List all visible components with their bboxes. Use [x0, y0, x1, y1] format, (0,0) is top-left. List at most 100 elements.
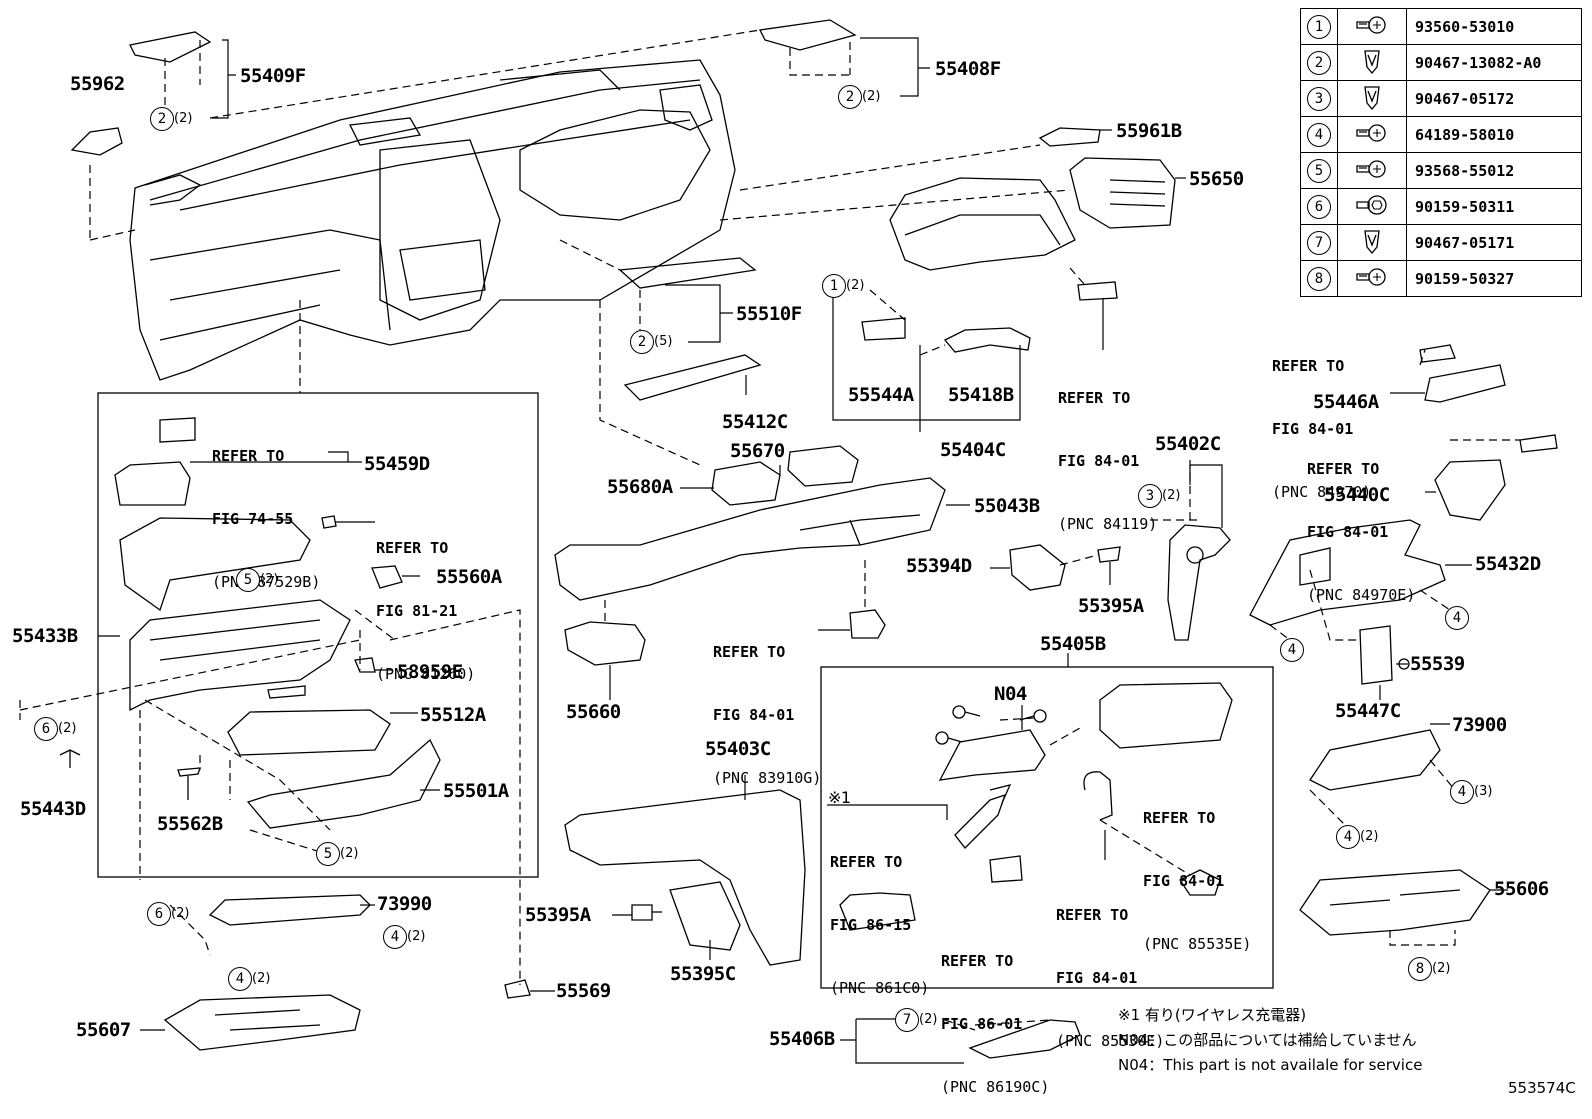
- fastener-row[interactable]: 4 64189-58010: [1300, 116, 1582, 153]
- refer-fig-86-01[interactable]: REFER TO FIG 86-01 (PNC 86190C): [941, 909, 1049, 1119]
- callout-qty: (2): [1162, 488, 1181, 503]
- callout-qty: (3): [1474, 784, 1493, 799]
- part-label-55395A-top: 55395A: [1078, 595, 1144, 617]
- callout-qty: (2): [340, 846, 359, 861]
- refer-fig-84-01-83910G[interactable]: REFER TO FIG 84-01 (PNC 83910G): [713, 600, 821, 810]
- fastener-callout: 7(2): [895, 1008, 937, 1032]
- fastener-part-number: 64189-58010: [1406, 116, 1582, 153]
- fastener-callout: 2(2): [150, 107, 192, 131]
- part-label-55403C: 55403C: [705, 738, 771, 760]
- note-not-available-en: N04：This part is not availale for servic…: [1118, 1056, 1423, 1074]
- fastener-callout: 5(2): [236, 568, 278, 592]
- part-label-55544A: 55544A: [848, 384, 914, 406]
- callout-number: 2: [150, 107, 174, 131]
- fastener-number: 8: [1307, 266, 1331, 291]
- callout-qty: (2): [260, 572, 279, 587]
- refer-pnc: (PNC 84970): [1272, 483, 1372, 501]
- callout-qty: (2): [1360, 829, 1379, 844]
- fastener-callout: 3(2): [1138, 484, 1180, 508]
- callout-number: 4: [1280, 638, 1304, 662]
- fastener-callout: 2(2): [838, 85, 880, 109]
- part-label-55402C: 55402C: [1155, 433, 1221, 455]
- fastener-callout: 4: [1445, 606, 1469, 630]
- callout-number: 4: [1445, 606, 1469, 630]
- callout-qty: (2): [174, 111, 193, 126]
- part-label-55539: 55539: [1410, 653, 1465, 675]
- callout-number: 2: [838, 85, 862, 109]
- refer-pnc: (PNC 85530E): [1056, 1032, 1165, 1050]
- part-label-55510F: 55510F: [736, 303, 802, 325]
- fastener-row[interactable]: 5 93568-55012: [1300, 152, 1582, 189]
- part-label-N04: N04: [994, 683, 1027, 705]
- refer-fig-84-01-84119[interactable]: REFER TO FIG 84-01 (PNC 84119): [1058, 346, 1157, 556]
- refer-line: REFER TO: [830, 853, 903, 871]
- part-label-55395A-bottom: 55395A: [525, 904, 591, 926]
- refer-fig-84-01-84970[interactable]: REFER TO FIG 84-01 (PNC 84970): [1272, 314, 1371, 524]
- callout-number: 6: [34, 717, 58, 741]
- part-label-55405B: 55405B: [1040, 633, 1106, 655]
- fastener-number-cell: 7: [1300, 224, 1338, 261]
- refer-fig: FIG 84-01: [1143, 872, 1225, 890]
- fastener-number-cell: 6: [1300, 188, 1338, 225]
- part-label-55660: 55660: [566, 701, 621, 723]
- fastener-number-cell: 4: [1300, 116, 1338, 153]
- bolt-icon: [1337, 260, 1407, 297]
- part-label-55412C: 55412C: [722, 411, 788, 433]
- fastener-number-cell: 2: [1300, 44, 1338, 81]
- fastener-callout: 6(2): [34, 717, 76, 741]
- callout-qty: (2): [171, 906, 190, 921]
- refer-fig-74-55[interactable]: REFER TO FIG 74-55 (PNC 87529B): [212, 404, 320, 614]
- fastener-row[interactable]: 8 90159-50327: [1300, 260, 1582, 297]
- callout-qty: (2): [919, 1012, 938, 1027]
- part-label-55443D: 55443D: [20, 798, 86, 820]
- refer-fig-86-15[interactable]: REFER TO FIG 86-15 (PNC 861C0): [830, 810, 929, 1020]
- part-label-55440C: 55440C: [1324, 484, 1390, 506]
- part-label-55433B: 55433B: [12, 625, 78, 647]
- fastener-number-cell: 8: [1300, 260, 1338, 297]
- clip-icon: [1337, 224, 1407, 261]
- note-wireless-charger: ※1 有り(ワイヤレス充電器): [1118, 1006, 1307, 1024]
- part-label-55395C: 55395C: [670, 963, 736, 985]
- part-label-55670: 55670: [730, 440, 785, 462]
- fastener-part-number: 90159-50327: [1406, 260, 1582, 297]
- refer-fig: FIG 84-01: [713, 706, 795, 724]
- part-label-55446A: 55446A: [1313, 391, 1379, 413]
- callout-number: 4: [1336, 825, 1360, 849]
- part-label-55512A: 55512A: [420, 704, 486, 726]
- refer-fig-84-01-85530E[interactable]: REFER TO FIG 84-01 (PNC 85530E): [1056, 863, 1164, 1073]
- part-label-55650: 55650: [1189, 168, 1244, 190]
- refer-line: REFER TO: [1307, 460, 1380, 478]
- clip-icon: [1337, 44, 1407, 81]
- part-label-55560A: 55560A: [436, 566, 502, 588]
- fastener-callout: 4(2): [228, 967, 270, 991]
- refer-fig: FIG 86-15: [830, 916, 912, 934]
- refer-fig-84-01-85535E[interactable]: REFER TO FIG 84-01 (PNC 85535E): [1143, 766, 1251, 976]
- callout-qty: (5): [654, 334, 673, 349]
- bolt-icon: [1337, 152, 1407, 189]
- part-label-55447C: 55447C: [1335, 700, 1401, 722]
- callout-number: 5: [316, 842, 340, 866]
- fastener-callout: 4(2): [1336, 825, 1378, 849]
- fastener-number-cell: 5: [1300, 152, 1338, 189]
- refer-pnc: (PNC 81260): [376, 665, 476, 683]
- refer-fig-81-21[interactable]: REFER TO FIG 81-21 (PNC 81260): [376, 496, 475, 706]
- fastener-part-number: 93560-53010: [1406, 8, 1582, 45]
- part-label-58959E: 58959E: [397, 661, 463, 683]
- part-label-73900: 73900: [1452, 714, 1507, 736]
- callout-number: 2: [630, 330, 654, 354]
- fastener-callout: 6(2): [147, 902, 189, 926]
- callout-qty: (2): [862, 89, 881, 104]
- bolt-icon: [1337, 8, 1407, 45]
- fastener-part-number: 93568-55012: [1406, 152, 1582, 189]
- refer-line: REFER TO: [1272, 357, 1345, 375]
- refer-fig-84-01-84970E[interactable]: REFER TO FIG 84-01 (PNC 84970E): [1307, 417, 1415, 627]
- fastener-number: 7: [1307, 230, 1331, 255]
- refer-line: REFER TO: [1056, 906, 1129, 924]
- fastener-callout: 1(2): [822, 274, 864, 298]
